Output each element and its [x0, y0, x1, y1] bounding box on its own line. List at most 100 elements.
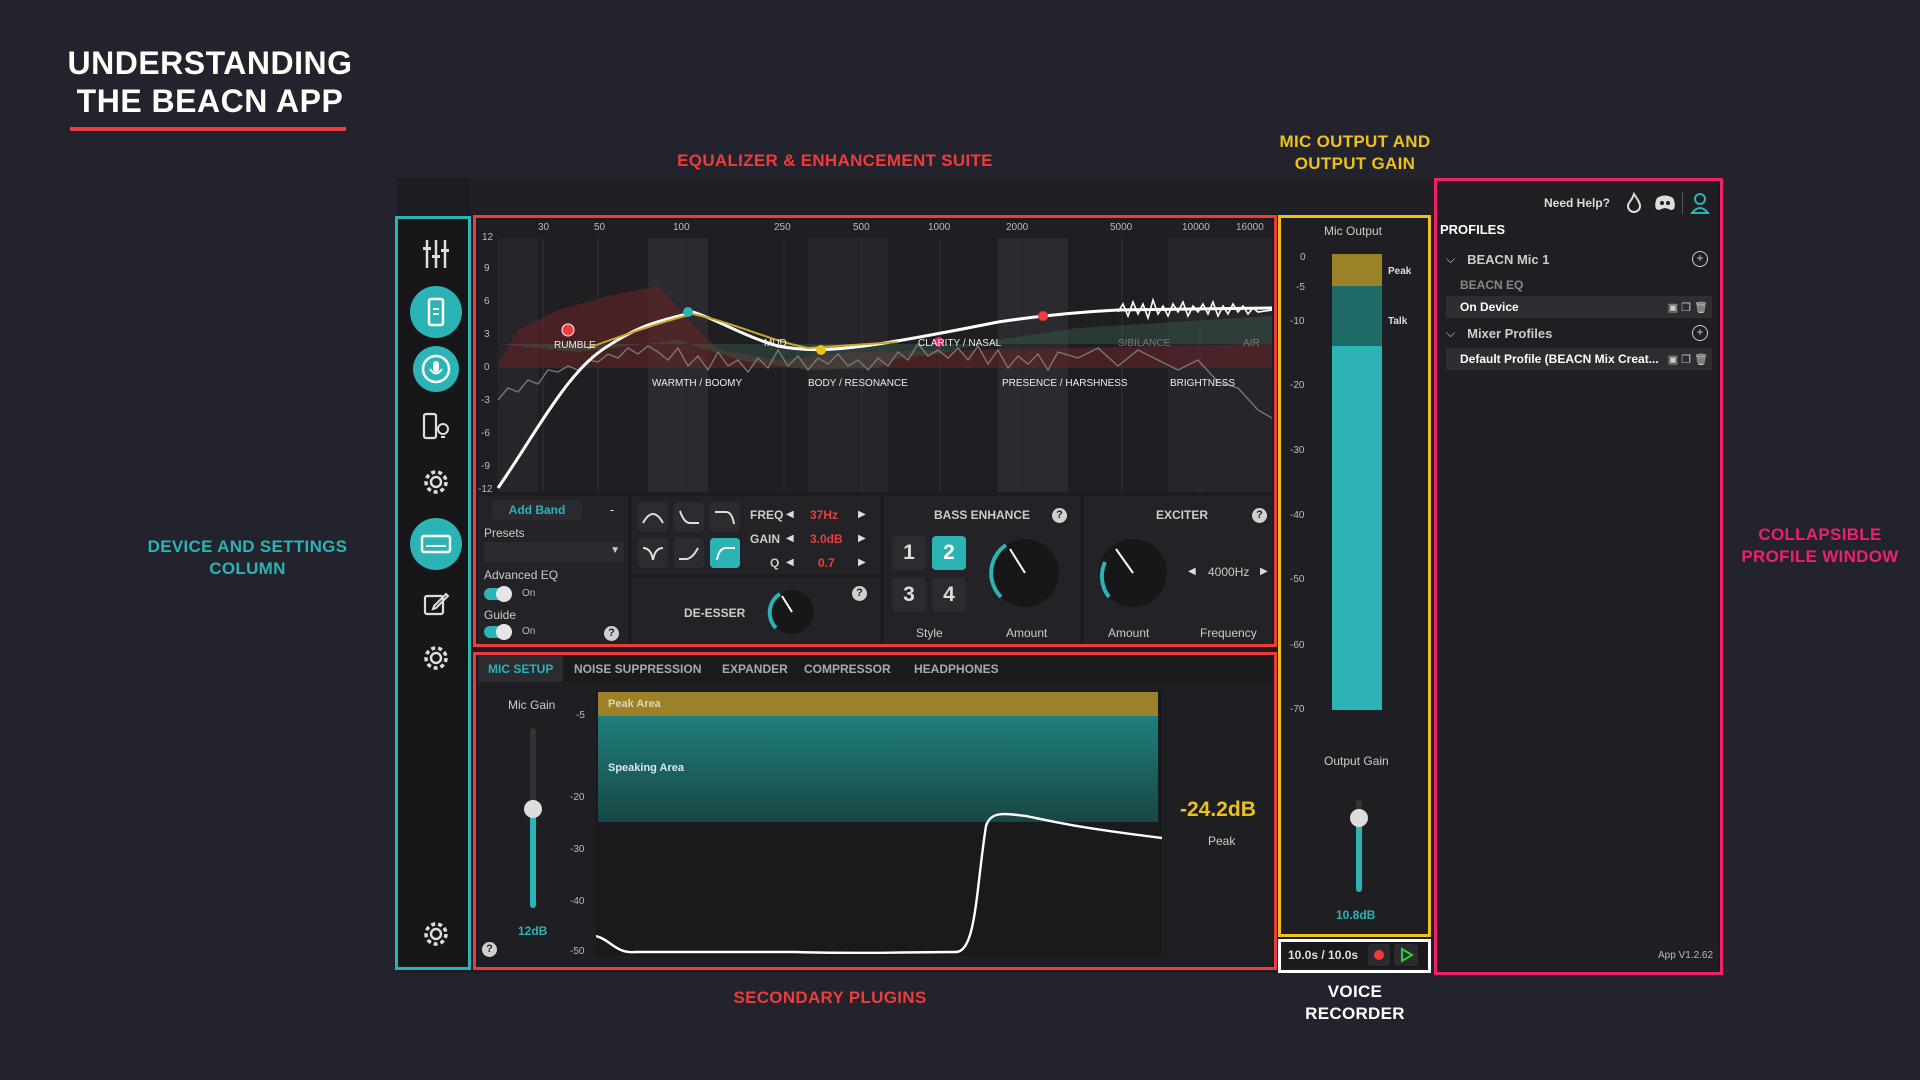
- app-settings-button[interactable]: [410, 908, 462, 960]
- heading-line-1: UNDERSTANDING: [67, 45, 353, 81]
- bass-amount-knob[interactable]: [984, 532, 1066, 614]
- fire-icon[interactable]: [1624, 192, 1644, 214]
- app-version: App V1.2.62: [1658, 950, 1714, 961]
- advanced-eq-label: Advanced EQ: [484, 568, 559, 582]
- bass-style-1[interactable]: 1: [892, 536, 926, 570]
- add-band-button[interactable]: Add Band: [492, 500, 582, 520]
- eq-graph[interactable]: 30 50 100 250 500 1000 2000 5000 10000 1…: [478, 220, 1273, 495]
- tab-noise-suppression[interactable]: NOISE SUPPRESSION: [574, 662, 702, 676]
- filter-high-shelf-button[interactable]: [674, 538, 704, 568]
- gain-increase-arrow[interactable]: ▶: [858, 533, 866, 544]
- bass-style-2[interactable]: 2: [932, 536, 966, 570]
- exciter-help-icon[interactable]: ?: [1252, 508, 1267, 523]
- tab-compressor[interactable]: COMPRESSOR: [804, 662, 891, 676]
- user-icon[interactable]: [1690, 191, 1710, 215]
- guide-toggle[interactable]: [484, 624, 512, 640]
- level-meter-area: Peak Area Speaking Area: [596, 690, 1162, 956]
- deesser-knob[interactable]: [764, 584, 820, 640]
- filter-low-cut-button[interactable]: [710, 502, 740, 532]
- eq-boost-shade: [498, 316, 1272, 370]
- device-settings-column: [398, 218, 468, 966]
- output-gain-slider-thumb[interactable]: [1350, 809, 1368, 828]
- bass-style-3[interactable]: 3: [892, 578, 926, 612]
- gain-label: 3: [484, 329, 490, 340]
- device-profile-group-label: BEACN Mic 1: [1467, 251, 1550, 267]
- discord-icon[interactable]: [1654, 194, 1676, 212]
- output-scale-label: -40: [1290, 510, 1305, 521]
- gain-decrease-arrow[interactable]: ◀: [786, 533, 794, 544]
- advanced-eq-state: On: [522, 588, 536, 599]
- scale-label: -20: [570, 792, 585, 803]
- trash-icon[interactable]: 🗑: [1694, 301, 1708, 314]
- remove-band-button[interactable]: -: [609, 502, 615, 517]
- tab-headphones[interactable]: HEADPHONES: [914, 662, 999, 676]
- edit-button[interactable]: [410, 578, 462, 630]
- q-increase-arrow[interactable]: ▶: [858, 557, 866, 568]
- exciter-freq-decrease-arrow[interactable]: ◀: [1188, 566, 1196, 577]
- freq-value[interactable]: 37Hz: [810, 508, 839, 522]
- gain-value[interactable]: 3.0dB: [810, 532, 843, 546]
- advanced-eq-toggle[interactable]: [484, 586, 512, 602]
- device-settings-button[interactable]: [410, 456, 462, 508]
- exciter-amount-knob[interactable]: [1092, 532, 1174, 614]
- gain-label: -6: [481, 428, 490, 439]
- record-button[interactable]: [1368, 944, 1390, 966]
- mixer-profile-group[interactable]: ⌵ Mixer Profiles +: [1446, 322, 1712, 344]
- filter-bell-button[interactable]: [638, 502, 668, 532]
- annotation-secondary-plugins: SECONDARY PLUGINS: [733, 988, 927, 1007]
- save-icon[interactable]: ▣: [1667, 353, 1679, 366]
- device-profile-group[interactable]: ⌵ BEACN Mic 1 +: [1446, 248, 1712, 270]
- filter-low-shelf-button[interactable]: [674, 502, 704, 532]
- tab-expander[interactable]: EXPANDER: [722, 662, 788, 676]
- bass-enhance-help-icon[interactable]: ?: [1052, 508, 1067, 523]
- output-gain-slider-track[interactable]: [1350, 800, 1368, 892]
- annotation-voice-recorder-line-2: RECORDER: [1305, 1004, 1405, 1023]
- copy-icon[interactable]: ❐: [1681, 301, 1692, 314]
- freq-increase-arrow[interactable]: ▶: [858, 509, 866, 520]
- region-label-presence: PRESENCE / HARSHNESS: [1002, 378, 1128, 389]
- mic-gain-slider-track[interactable]: [524, 728, 542, 908]
- mic-gain-slider-thumb[interactable]: [524, 800, 542, 818]
- mixer-profile-item-label: Default Profile (BEACN Mix Creat...: [1460, 352, 1659, 366]
- mixer-settings-button[interactable]: [410, 632, 462, 684]
- copy-icon[interactable]: ❐: [1681, 353, 1692, 366]
- annotation-profile-window-line-2: PROFILE WINDOW: [1741, 547, 1899, 566]
- bass-style-4[interactable]: 4: [932, 578, 966, 612]
- meter-level-fill: [1332, 346, 1382, 710]
- q-decrease-arrow[interactable]: ◀: [786, 557, 794, 568]
- deesser-help-icon[interactable]: ?: [852, 586, 867, 601]
- eq-node-body: [816, 345, 826, 355]
- device-profile-item[interactable]: On Device ▣ ❐ 🗑: [1446, 296, 1712, 318]
- filter-high-cut-button[interactable]: [710, 538, 740, 568]
- filter-notch-button[interactable]: [638, 538, 668, 568]
- device-button[interactable]: [410, 286, 462, 338]
- freq-param-label: FREQ: [750, 508, 784, 522]
- frame-mic-output: [1278, 215, 1431, 937]
- mixer-profile-item[interactable]: Default Profile (BEACN Mix Creat... ▣ ❐ …: [1446, 348, 1712, 370]
- freq-decrease-arrow[interactable]: ◀: [786, 509, 794, 520]
- freq-label: 1000: [928, 222, 951, 233]
- presets-dropdown[interactable]: ▼: [484, 542, 624, 562]
- device-profile-sub: BEACN EQ: [1460, 278, 1524, 292]
- add-device-profile-icon[interactable]: +: [1692, 251, 1708, 267]
- bass-enhance-title: BASS ENHANCE: [934, 508, 1031, 522]
- exciter-frequency-value[interactable]: 4000Hz: [1208, 565, 1250, 579]
- annotation-mic-output: MIC OUTPUT AND OUTPUT GAIN: [1240, 131, 1470, 175]
- device-lightbulb-button[interactable]: [410, 400, 462, 452]
- exciter-freq-increase-arrow[interactable]: ▶: [1260, 566, 1268, 577]
- mixer-profile-group-label: Mixer Profiles: [1467, 325, 1553, 341]
- eq-node-mud: [683, 307, 693, 317]
- mic-settings-button[interactable]: [413, 346, 459, 392]
- trash-icon[interactable]: 🗑: [1694, 353, 1708, 366]
- play-button[interactable]: [1394, 944, 1418, 966]
- mixer-device-button[interactable]: [410, 518, 462, 570]
- q-value[interactable]: 0.7: [818, 556, 835, 570]
- mic-setup-help-icon[interactable]: ?: [482, 942, 497, 957]
- bass-style-label: Style: [916, 626, 943, 640]
- faders-button[interactable]: [410, 228, 462, 280]
- gain-label: -3: [481, 395, 490, 406]
- save-icon[interactable]: ▣: [1667, 301, 1679, 314]
- add-mixer-profile-icon[interactable]: +: [1692, 325, 1708, 341]
- tab-mic-setup[interactable]: MIC SETUP: [478, 656, 564, 682]
- guide-help-icon[interactable]: ?: [604, 626, 619, 641]
